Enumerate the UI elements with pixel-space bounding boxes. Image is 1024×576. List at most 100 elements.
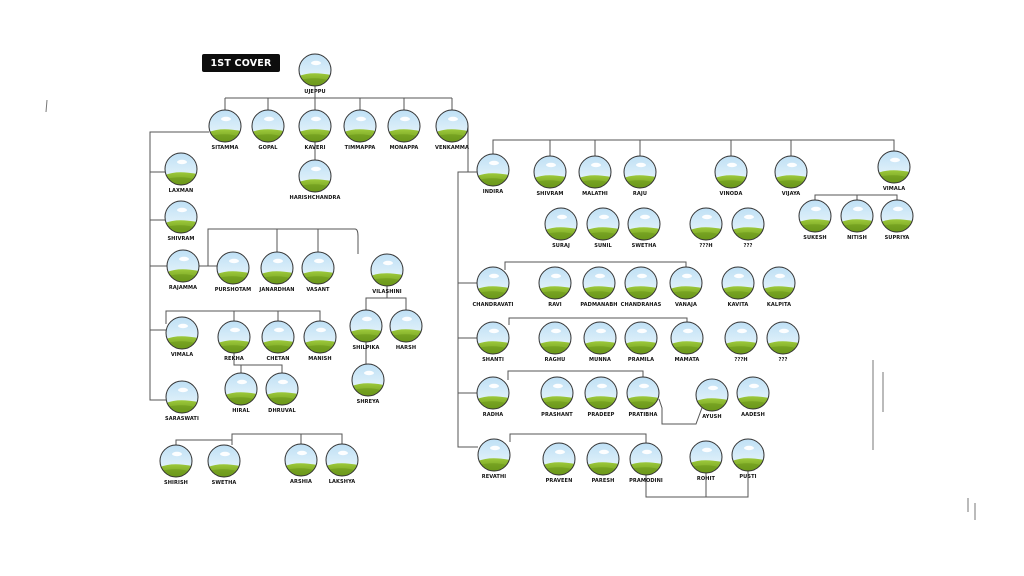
person-label-vimala-l: VIMALA: [170, 352, 194, 358]
person-node-swetha-r: [627, 207, 661, 241]
person-label-vanaja: VANAJA: [675, 302, 697, 308]
person-label-munna: MUNNA: [589, 357, 611, 363]
person-label-radha: RADHA: [482, 412, 504, 418]
person-label-sukesh: SUKESH: [803, 235, 827, 241]
person-label-prashant: PRASHANT: [541, 412, 573, 418]
person-node-laxman: [164, 152, 198, 186]
person-node-sunil: [586, 207, 620, 241]
person-node-indira: [476, 153, 510, 187]
person-label-harishchandra: HARISHCHANDRA: [289, 195, 341, 201]
person-node-pramila: [624, 321, 658, 355]
person-node-monappa: [387, 109, 421, 143]
person-node-harishchandra: [298, 159, 332, 193]
person-node-chetan: [261, 320, 295, 354]
person-label-unk2: ???: [743, 243, 753, 249]
person-node-praveen: [542, 442, 576, 476]
person-label-shivram-l: SHIVRAM: [167, 236, 195, 242]
person-node-dhruval: [265, 372, 299, 406]
person-node-arshia: [284, 443, 318, 477]
person-node-padmanabh: [582, 266, 616, 300]
person-node-ujeppu: [298, 53, 332, 87]
person-label-manish: MANISH: [308, 356, 332, 362]
person-label-shirish: SHIRISH: [164, 480, 188, 486]
person-label-unk3: ???H: [734, 357, 748, 363]
person-label-rekha: REKHA: [224, 356, 244, 362]
person-label-mamata: MAMATA: [674, 357, 700, 363]
person-label-vijaya: VIJAYA: [781, 191, 801, 197]
person-node-hiral: [224, 372, 258, 406]
person-label-unk1: ???H: [699, 243, 713, 249]
person-label-aadesh: AADESH: [741, 412, 765, 418]
person-node-aadesh: [736, 376, 770, 410]
person-node-nitish: [840, 199, 874, 233]
person-node-saraswati: [165, 380, 199, 414]
person-label-harsh: HARSH: [395, 345, 417, 351]
person-label-ravi: RAVI: [548, 302, 562, 308]
person-node-timmappa: [343, 109, 377, 143]
person-label-suraj: SURAJ: [552, 243, 570, 249]
person-label-unk4: ???: [778, 357, 788, 363]
person-node-kalpita: [762, 266, 796, 300]
person-label-revathi: REVATHI: [481, 474, 507, 480]
person-label-rajamma: RAJAMMA: [168, 285, 198, 291]
person-node-shanti: [476, 321, 510, 355]
person-node-rajamma: [166, 249, 200, 283]
person-node-shivram-r: [533, 155, 567, 189]
person-node-prashant: [540, 376, 574, 410]
person-label-praveen: PRAVEEN: [545, 478, 573, 484]
cover-tag: 1ST COVER: [202, 54, 280, 72]
person-label-pradeep: PRADEEP: [587, 412, 615, 418]
person-label-indira: INDIRA: [482, 189, 504, 195]
person-label-ujeppu: UJEPPU: [304, 89, 326, 95]
person-node-vinoda: [714, 155, 748, 189]
person-node-chandravati: [476, 266, 510, 300]
person-label-rohit: ROHIT: [696, 476, 716, 482]
person-node-venkamma: [435, 109, 469, 143]
person-label-padmanabh: PADMANABH: [580, 302, 618, 308]
person-node-pratibha: [626, 376, 660, 410]
person-node-supriya: [880, 199, 914, 233]
person-node-vanaja: [669, 266, 703, 300]
cover-label: 1ST COVER: [210, 57, 272, 69]
person-node-unk4: [766, 321, 800, 355]
person-node-pramodini: [629, 442, 663, 476]
person-label-laxman: LAXMAN: [168, 188, 194, 194]
person-node-janardhan: [260, 251, 294, 285]
person-node-gopal: [251, 109, 285, 143]
person-node-kavita: [721, 266, 755, 300]
person-node-vimala-r: [877, 150, 911, 184]
person-label-pramila: PRAMILA: [627, 357, 655, 363]
person-node-pradeep: [584, 376, 618, 410]
person-node-ravi: [538, 266, 572, 300]
person-label-chetan: CHETAN: [266, 356, 290, 362]
person-node-raghu: [538, 321, 572, 355]
person-label-pratibha: PRATIBHA: [628, 412, 658, 418]
person-label-pramodini: PRAMODINI: [629, 478, 663, 484]
person-node-sitamma: [208, 109, 242, 143]
person-node-vasant: [301, 251, 335, 285]
person-label-purshotam: PURSHOTAM: [214, 287, 252, 293]
person-label-hiral: HIRAL: [232, 408, 250, 414]
person-node-paresh: [586, 442, 620, 476]
person-label-kaveri: KAVERI: [304, 145, 326, 151]
person-label-malathi: MALATHI: [582, 191, 608, 197]
person-label-vimala-r: VIMALA: [882, 186, 906, 192]
person-node-kaveri: [298, 109, 332, 143]
person-label-swetha-l: SWETHA: [211, 480, 237, 486]
person-node-munna: [583, 321, 617, 355]
person-label-shreya: SHREYA: [356, 399, 380, 405]
person-label-shanti: SHANTI: [482, 357, 504, 363]
person-label-ayush: AYUSH: [702, 414, 722, 420]
person-node-malathi: [578, 155, 612, 189]
person-label-dhruval: DHRUVAL: [268, 408, 296, 414]
person-label-sunil: SUNIL: [594, 243, 612, 249]
person-label-shivram-r: SHIVRAM: [536, 191, 564, 197]
person-node-vijaya: [774, 155, 808, 189]
person-node-lakshya: [325, 443, 359, 477]
person-label-vasant: VASANT: [306, 287, 330, 293]
person-node-swetha-l: [207, 444, 241, 478]
person-label-vinoda: VINODA: [719, 191, 743, 197]
person-label-gopal: GOPAL: [258, 145, 278, 151]
person-label-janardhan: JANARDHAN: [259, 287, 295, 293]
